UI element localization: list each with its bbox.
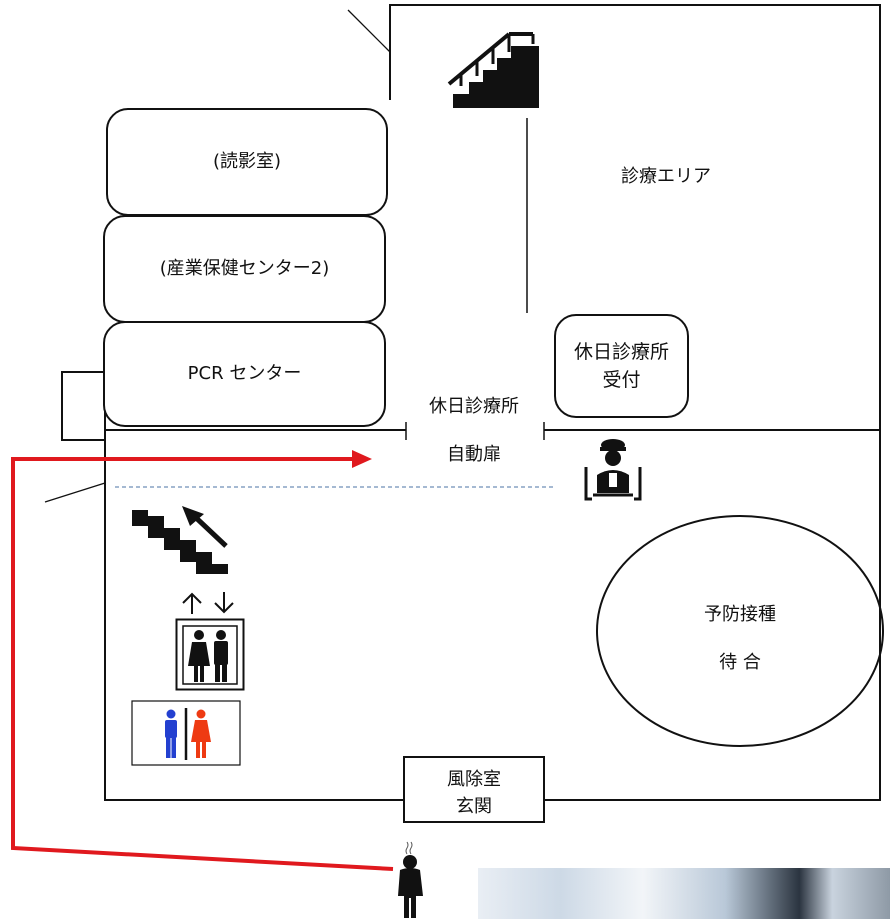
route-arrowhead [352,450,372,468]
waiting-area-label-line1: 予防接種 [704,604,776,625]
entrance-box [403,756,545,823]
clinic-area-label: 診療エリア [621,166,711,187]
entrance-label-line2: 玄関 [456,796,492,817]
holiday-clinic-reception: 休日診療所 受付 [554,314,689,418]
occupational-health-center: (産業保健センター2) [103,215,386,323]
clinic-area-outline [389,4,881,430]
waiting-area-label-line2: 待 合 [719,652,761,673]
pcr-center: PCR センター [103,321,386,427]
side-box [61,371,106,441]
stairs-down-icon [132,506,228,574]
route-line [11,457,394,871]
exterior-diagonal-left [44,482,106,503]
automatic-door-label: 自動扉 [447,444,501,465]
exterior-diagonal-top [347,9,391,53]
restroom-icon [131,700,241,766]
elevator-arrows-icon [182,592,234,614]
entrance-label-line1: 風除室 [447,769,501,790]
stairs-up-icon [445,28,545,112]
reception-label-line1: 休日診療所 [573,341,669,363]
holiday-clinic-door-label: 休日診療所 [405,392,543,418]
building-photo-strip [478,868,890,919]
person-walking-icon [398,841,423,918]
door-gap [406,425,544,435]
reading-room: (読影室) [106,108,388,216]
reception-label-line2: 受付 [602,369,641,391]
door-label-line1: 休日診療所 [429,396,519,417]
waiting-area-circle [596,515,884,747]
elevator-icon [175,618,245,691]
guard-icon [584,439,642,501]
